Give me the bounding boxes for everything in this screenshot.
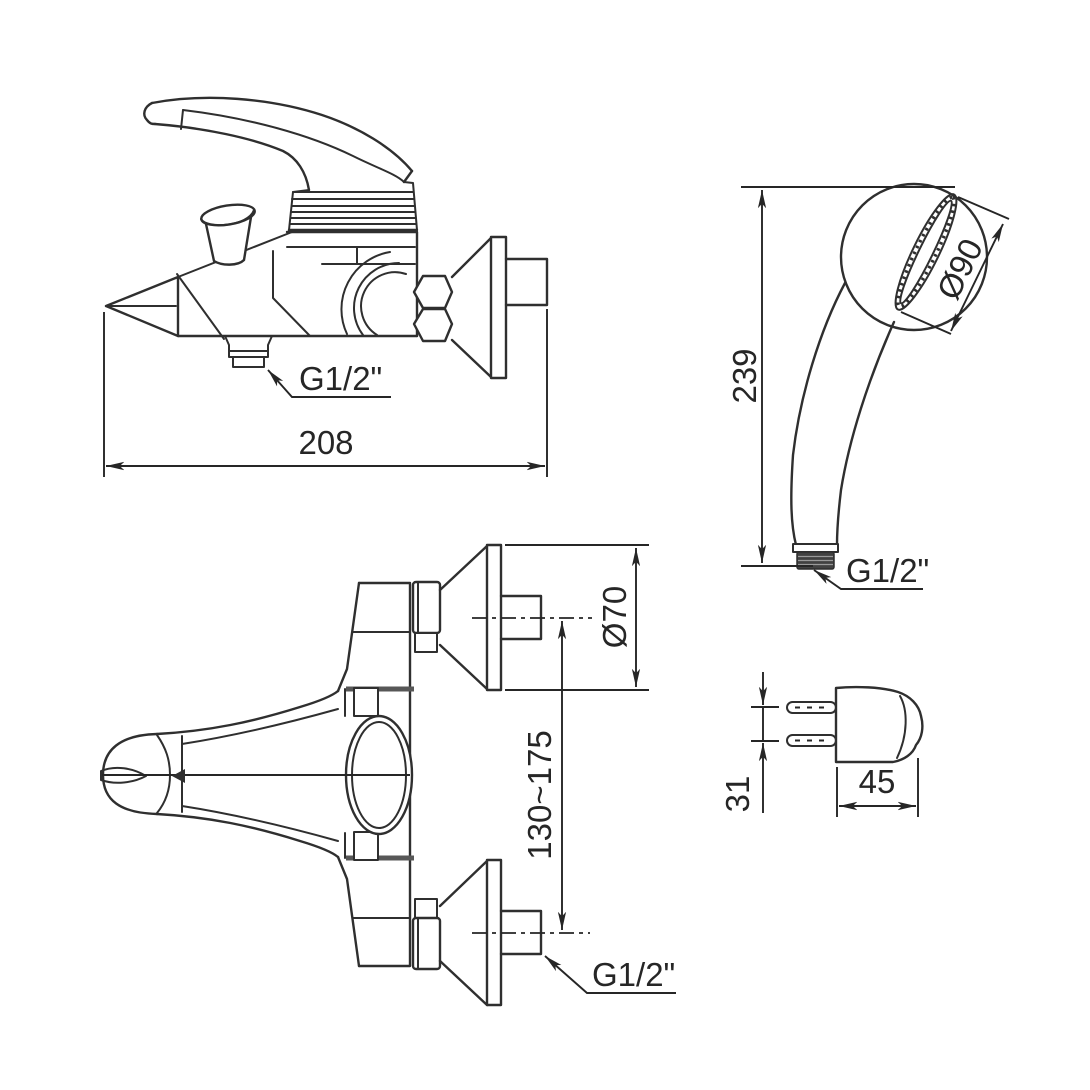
- hand-shower-view: 239 Ø90 G1/2": [726, 182, 1010, 590]
- shower-connector: [792, 543, 839, 570]
- lever-top-outline: [100, 689, 340, 859]
- depth-dimension-45: 45: [836, 758, 919, 817]
- mounting-pins: [786, 701, 837, 747]
- shower-handle: [790, 281, 896, 547]
- mixer-body-side: [104, 230, 419, 340]
- bracket-body: [834, 685, 924, 764]
- body-trunk: [336, 581, 414, 968]
- inlet-spacing-dimension: 130~175: [521, 621, 567, 930]
- width-dimension-label: 208: [298, 424, 353, 461]
- length-dimension-239: 239: [726, 186, 955, 567]
- mixer-lever-handle: [143, 96, 414, 192]
- connector-thread-callout: G1/2": [813, 552, 929, 590]
- union-nut-side: [412, 274, 454, 343]
- bottom-inlet-connection: [411, 858, 590, 1007]
- lever-tip-slot: [100, 766, 147, 784]
- outlet-thread-callout: G1/2": [267, 360, 391, 398]
- width-dimension-208: 208: [103, 309, 548, 477]
- inlet-spacing-label: 130~175: [521, 730, 558, 859]
- outlet-thread-label: G1/2": [299, 360, 382, 397]
- escutcheon-diameter-label: Ø70: [596, 586, 633, 648]
- faucet-front-view: Ø70 130~175 G1/2": [100, 543, 676, 1007]
- inlet-thread-callout: G1/2": [544, 955, 676, 994]
- wall-escutcheon-side: [450, 235, 549, 380]
- escutcheon-diameter-dimension-70: Ø70: [505, 544, 649, 691]
- diverter-knob: [200, 203, 256, 266]
- inlet-thread-label: G1/2": [592, 956, 675, 993]
- faucet-side-view: G1/2" 208: [103, 96, 549, 477]
- pin-spacing-dimension-31: 31: [719, 672, 779, 813]
- shower-length-label: 239: [726, 348, 763, 403]
- connector-thread-label: G1/2": [846, 552, 929, 589]
- center-pointer: [172, 769, 185, 783]
- pin-spacing-label: 31: [719, 776, 756, 813]
- wall-bracket-view: 31 45: [719, 672, 924, 817]
- depth-dimension-label: 45: [859, 763, 896, 800]
- shower-head: [839, 182, 989, 332]
- cartridge-cap-rings: [287, 181, 419, 232]
- top-inlet-connection: [411, 543, 592, 692]
- head-diameter-dimension-90: Ø90: [900, 196, 1010, 335]
- bottom-outlet: [224, 335, 273, 368]
- spray-nozzle-texture: [896, 195, 956, 309]
